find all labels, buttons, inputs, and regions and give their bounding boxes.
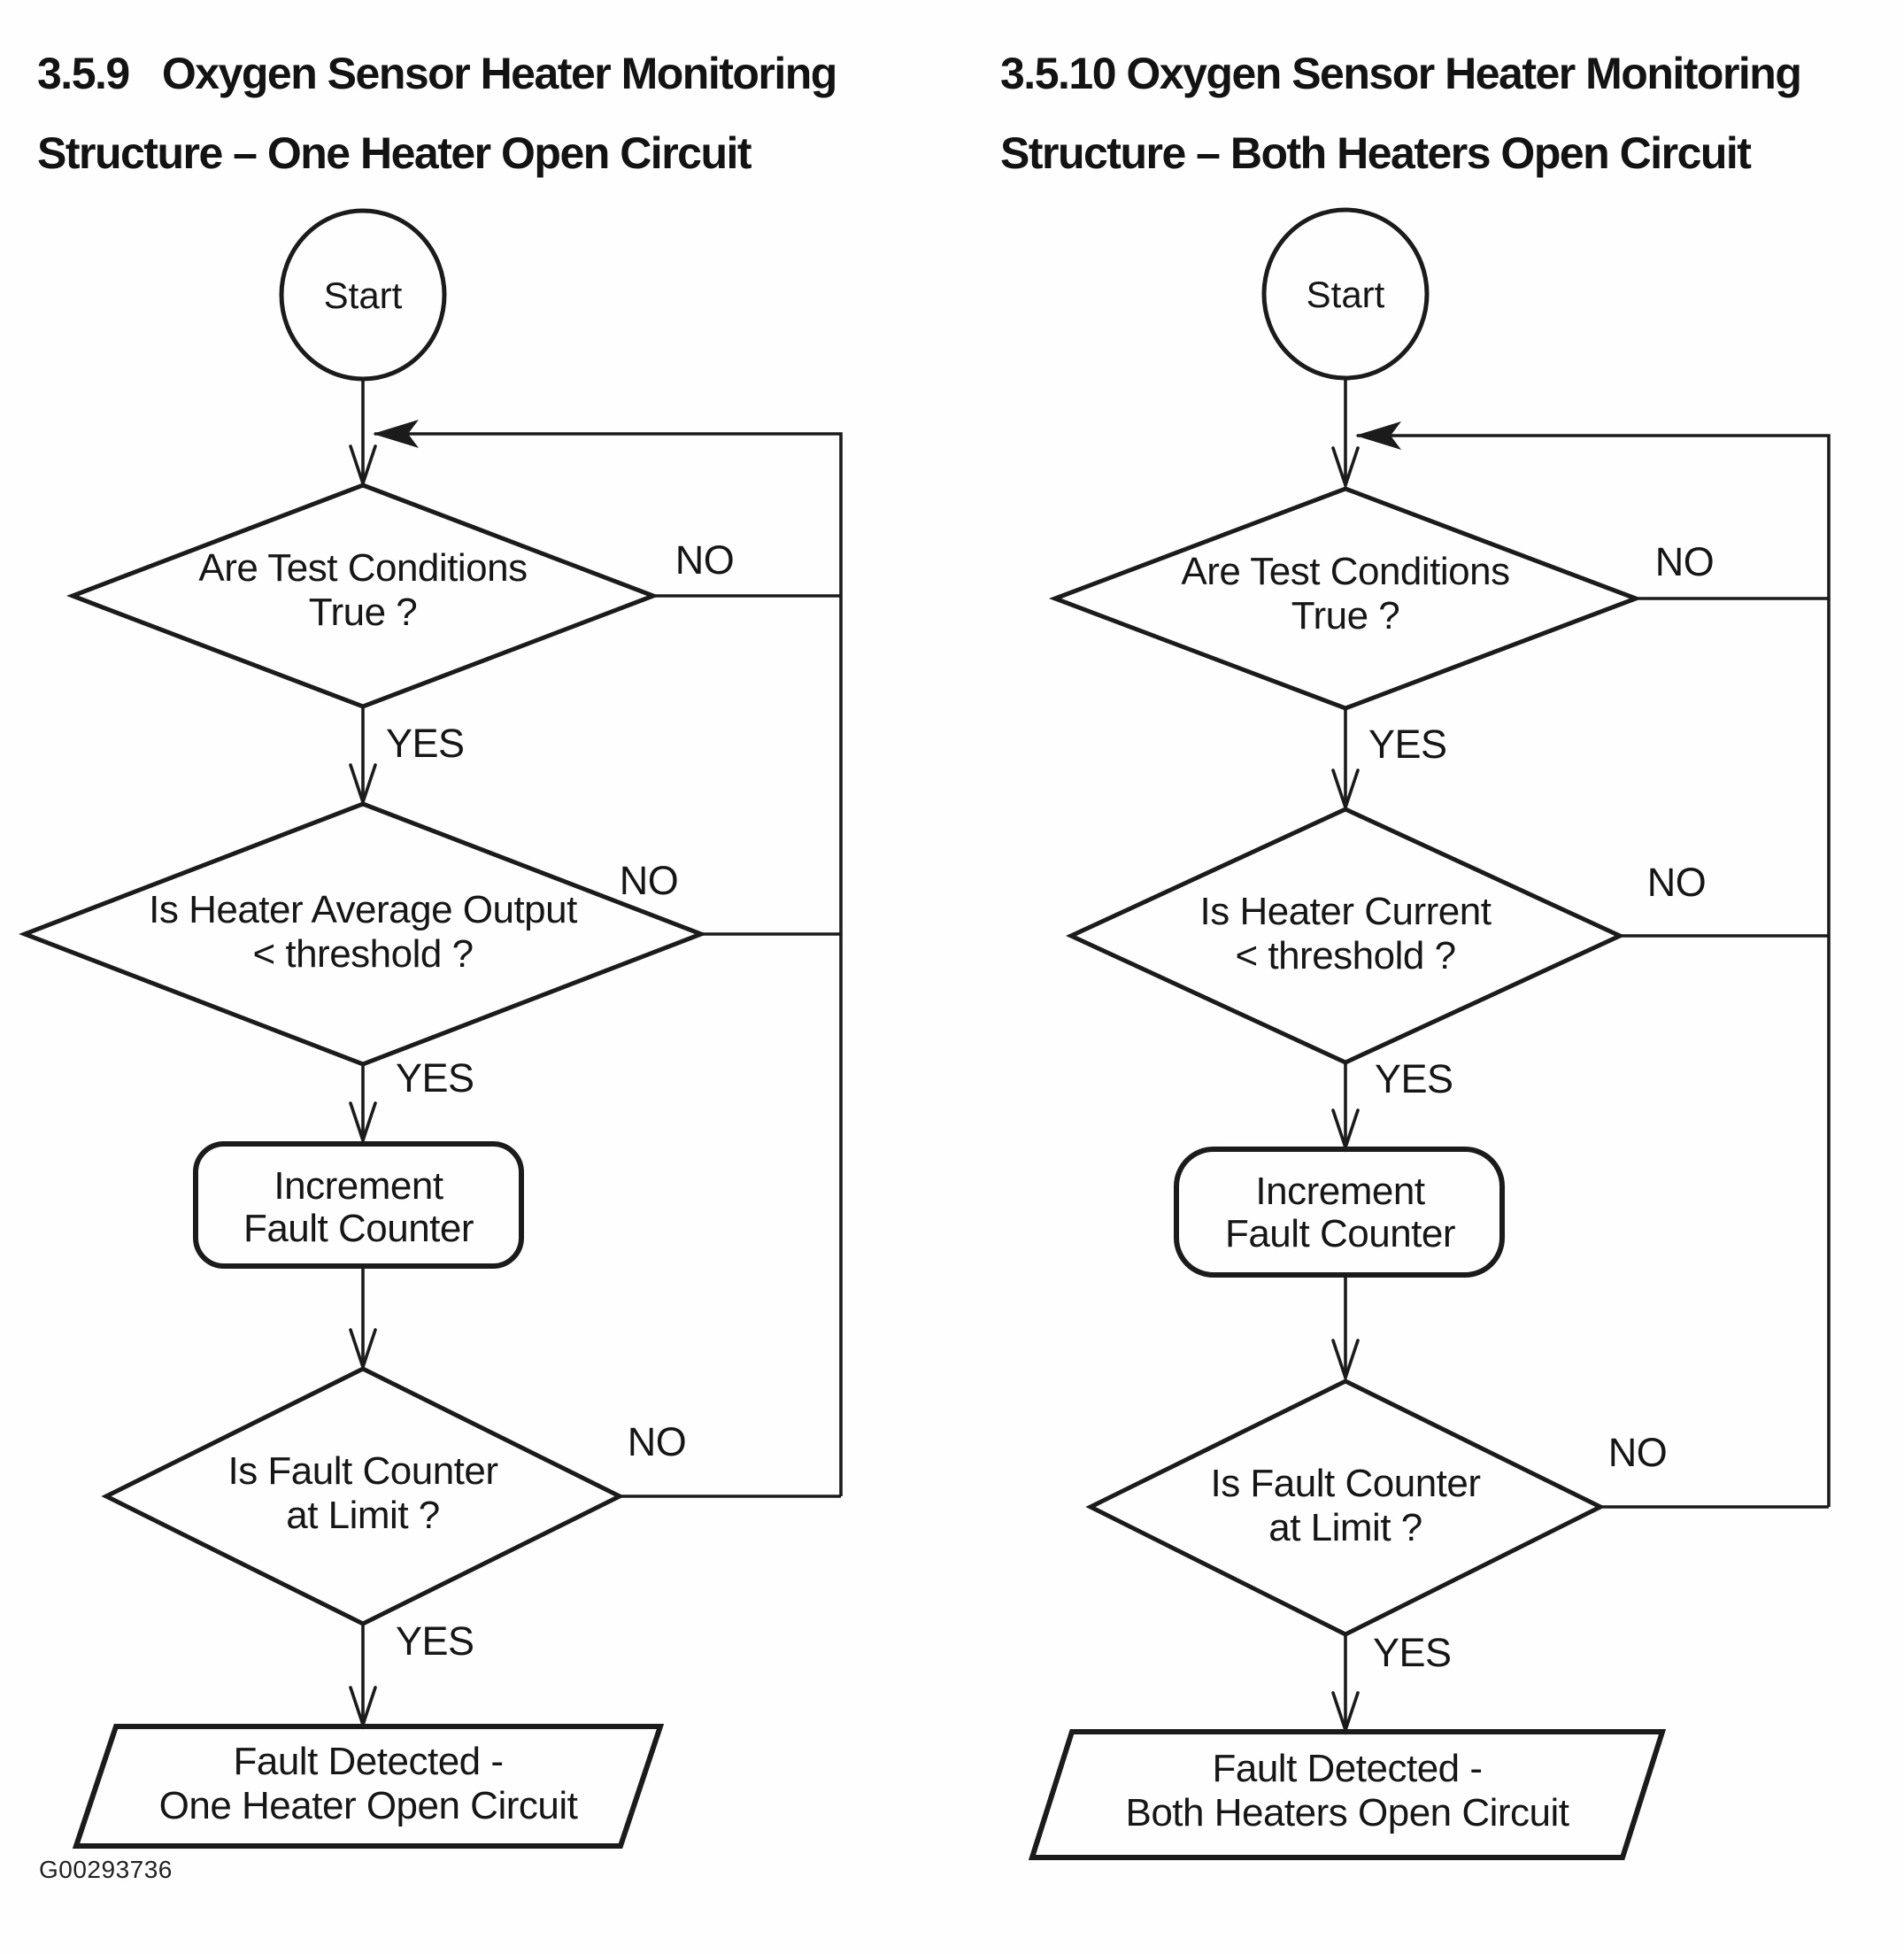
process-text: Fault Counter [243, 1207, 474, 1250]
no-label: NO [1608, 1430, 1668, 1475]
decision-text: Is Heater Average Output [149, 888, 577, 931]
decision-text: Are Test Conditions [198, 546, 527, 590]
yes-label: YES [396, 1055, 474, 1101]
section-title-3-5-10: 3.5.10 Oxygen Sensor Heater Monitoring S… [1000, 34, 1894, 193]
section-title-line2: Structure – One Heater Open Circuit [37, 128, 752, 178]
decision-text: Is Fault Counter [227, 1449, 497, 1493]
start-label: Start [324, 274, 403, 316]
down-arrowhead [1331, 1339, 1360, 1383]
no-label: NO [628, 1419, 687, 1464]
yes-label: YES [1368, 722, 1447, 767]
process-text: Fault Counter [1225, 1212, 1455, 1255]
section-title-line2: Structure – Both Heaters Open Circuit [1000, 128, 1752, 178]
decision-text: < threshold ? [252, 932, 473, 976]
left-arrowhead [373, 420, 419, 448]
output-fault-detected-both-heaters [1028, 1729, 1667, 1860]
yes-label: YES [386, 721, 465, 766]
down-arrowhead [1331, 446, 1360, 490]
no-label: NO [1647, 860, 1707, 905]
decision-text: Is Heater Current [1200, 890, 1492, 933]
down-arrowhead [349, 1101, 377, 1146]
decision-text: < threshold ? [1235, 934, 1455, 977]
decision-text: Is Fault Counter [1210, 1462, 1480, 1505]
flowchart-one-heater-open-circuit: Start Are Test Conditions True ? NO YES … [19, 208, 843, 1849]
left-arrowhead [1355, 421, 1401, 450]
decision-text: Are Test Conditions [1181, 550, 1509, 593]
section-title-line1: 3.5.9 Oxygen Sensor Heater Monitoring [37, 49, 837, 98]
process-text: Increment [274, 1164, 443, 1208]
decision-text: True ? [1291, 594, 1400, 637]
decision-text: True ? [309, 591, 418, 634]
process-increment-fault-counter [1174, 1147, 1505, 1278]
loop-back-line [1357, 434, 1831, 1507]
output-text: One Heater Open Circuit [159, 1784, 578, 1827]
output-text: Both Heaters Open Circuit [1125, 1791, 1569, 1834]
process-increment-fault-counter [193, 1141, 524, 1269]
process-text: Increment [1255, 1170, 1424, 1213]
yes-label: YES [1375, 1056, 1453, 1101]
no-label: NO [675, 537, 735, 583]
yes-label: YES [1373, 1630, 1452, 1675]
output-fault-detected-one-heater [72, 1724, 665, 1849]
output-text: Fault Detected - [1212, 1747, 1482, 1790]
section-title-3-5-9: 3.5.9 Oxygen Sensor Heater Monitoring St… [37, 34, 958, 193]
figure-id-label: G00293736 [39, 1856, 173, 1883]
decision-text: at Limit ? [286, 1494, 440, 1537]
flowchart-both-heaters-open-circuit: Start Are Test Conditions True ? NO YES … [1028, 207, 1831, 1860]
decision-text: at Limit ? [1268, 1506, 1422, 1549]
section-title-line1: 3.5.10 Oxygen Sensor Heater Monitoring [1000, 49, 1802, 98]
no-label: NO [620, 858, 679, 903]
start-label: Start [1307, 274, 1385, 315]
output-text: Fault Detected - [233, 1740, 503, 1783]
no-label: NO [1655, 539, 1715, 584]
yes-label: YES [396, 1618, 474, 1664]
loop-back-line [374, 432, 843, 1496]
